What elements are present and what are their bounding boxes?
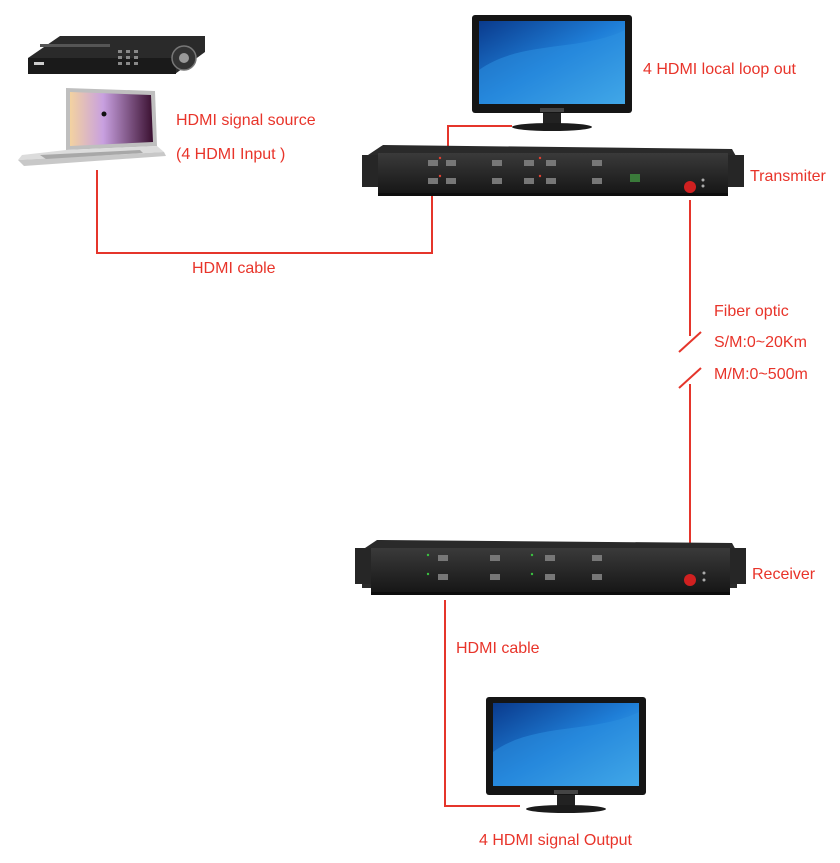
signal-source-label: HDMI signal source	[176, 112, 316, 129]
laptop-icon	[18, 88, 166, 166]
fiber-multimode-label: M/M:0~500m	[714, 366, 808, 383]
signal-source-sublabel: (4 HDMI Input )	[176, 146, 286, 163]
rack-receiver-icon	[355, 540, 746, 595]
hdmi-cable-source	[96, 170, 433, 254]
rack-transmitter-icon	[362, 145, 744, 196]
fiber-optic-label: Fiber optic	[714, 303, 789, 320]
monitor-icon-top	[472, 15, 632, 131]
fiber-break-marks	[678, 331, 702, 389]
local-loop-label: 4 HDMI local loop out	[643, 61, 796, 78]
monitor-icon-bottom	[486, 697, 646, 813]
fiber-singlemode-label: S/M:0~20Km	[714, 334, 807, 351]
hdmi-cable-label-bottom: HDMI cable	[456, 640, 540, 657]
transmitter-label: Transmiter	[750, 168, 826, 185]
receiver-label: Receiver	[752, 566, 816, 583]
hdmi-cable-output	[444, 600, 520, 807]
hdmi-cable-label-top: HDMI cable	[192, 260, 276, 277]
dvr-recorder-icon	[28, 36, 205, 74]
signal-output-label: 4 HDMI signal Output	[479, 832, 632, 849]
